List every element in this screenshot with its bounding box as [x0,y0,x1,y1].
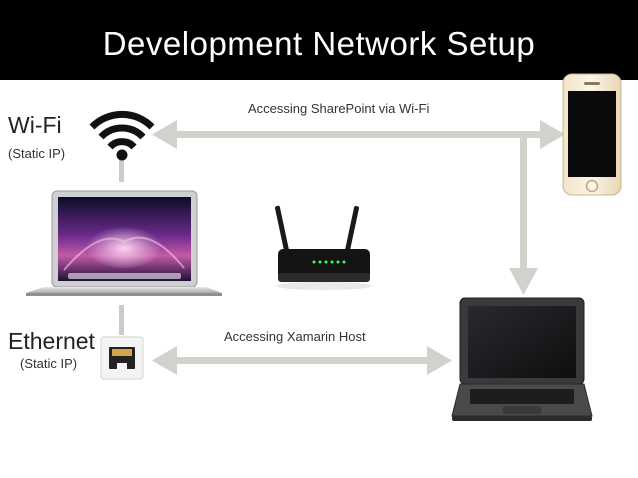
wifi-note: (Static IP) [8,146,66,161]
ethernet-port-icon [100,336,144,380]
arrow-label-xamarin: Accessing Xamarin Host [224,329,366,344]
arrow-sharepoint [152,120,565,149]
iphone [562,73,622,196]
arrow-xamarin [152,346,452,375]
arrow-label-sharepoint: Accessing SharePoint via Wi-Fi [248,101,430,116]
wifi-icon [89,110,155,161]
router [275,205,372,290]
dell-laptop [451,297,593,421]
title-bar: Development Network Setup [0,0,638,80]
ethernet-connector [119,305,124,335]
ethernet-label: Ethernet [8,328,95,354]
macbook-laptop [26,190,222,296]
arrow-down-to-host [509,134,538,295]
ethernet-note: (Static IP) [20,356,78,371]
wifi-label: Wi-Fi [8,112,62,138]
page-title: Development Network Setup [102,25,536,62]
wifi-connector [119,160,124,182]
